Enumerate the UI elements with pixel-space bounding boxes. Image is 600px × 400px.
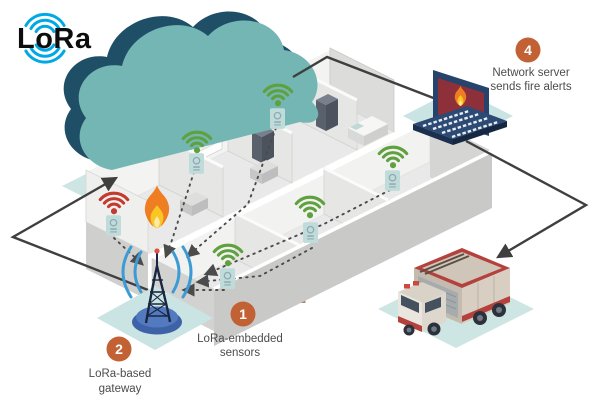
server-to-truck-arrow bbox=[465, 139, 589, 259]
gateway-to-cloud-arrow bbox=[10, 176, 149, 292]
laptop-keyboard bbox=[413, 106, 507, 139]
lora-logo: LoRa bbox=[17, 12, 92, 64]
cabinet bbox=[252, 126, 274, 163]
keyboard-keys bbox=[422, 109, 499, 139]
badge-1-number: 1 bbox=[239, 306, 247, 322]
connection-lines bbox=[10, 55, 589, 292]
server-label-line1: Network server bbox=[492, 67, 569, 79]
badge-2-number: 2 bbox=[115, 341, 123, 357]
sensors-label-line1: LoRa-embedded bbox=[197, 333, 283, 345]
desk bbox=[250, 160, 278, 184]
cloud-to-server-arrow bbox=[292, 55, 452, 107]
callout-gateway: 2 LoRa-based gateway bbox=[89, 336, 152, 395]
wheels bbox=[403, 303, 506, 336]
bed bbox=[348, 116, 388, 146]
callout-sensors: 1 LoRa-embedded sensors bbox=[197, 301, 283, 359]
antenna-light bbox=[154, 248, 160, 254]
gateway-label-line2: gateway bbox=[99, 383, 142, 395]
lora-gateway bbox=[97, 245, 213, 350]
gateway-label-line1: LoRa-based bbox=[89, 368, 152, 380]
lora-signal-waves-icon bbox=[24, 12, 66, 64]
left-plinth bbox=[86, 222, 148, 300]
cloud-body bbox=[78, 20, 319, 170]
wall-top-edge bbox=[213, 149, 493, 291]
callout-server: 4 Network server sends fire alerts bbox=[490, 37, 572, 93]
badge-1 bbox=[230, 301, 256, 327]
cabinet bbox=[316, 94, 338, 131]
wall-top-edge bbox=[151, 118, 431, 260]
lora-logo-text: LoRa bbox=[17, 23, 92, 55]
badge-4 bbox=[515, 37, 541, 63]
radio-tower-icon bbox=[144, 252, 172, 324]
office-furniture bbox=[180, 94, 388, 216]
gateway-signal-waves-icon bbox=[121, 245, 193, 299]
front-wall bbox=[214, 151, 492, 346]
laptop-edge bbox=[413, 124, 453, 145]
cloud-icon bbox=[63, 11, 319, 170]
sensors-label-line2: sensors bbox=[220, 347, 261, 359]
laptop-edge bbox=[453, 121, 507, 145]
network-server-laptop bbox=[403, 70, 513, 145]
badge-2 bbox=[106, 336, 132, 362]
fire-truck-icon bbox=[378, 248, 534, 348]
roof-ladder bbox=[419, 253, 470, 275]
server-label-line2: sends fire alerts bbox=[490, 81, 571, 93]
badge-4-number: 4 bbox=[524, 42, 532, 58]
